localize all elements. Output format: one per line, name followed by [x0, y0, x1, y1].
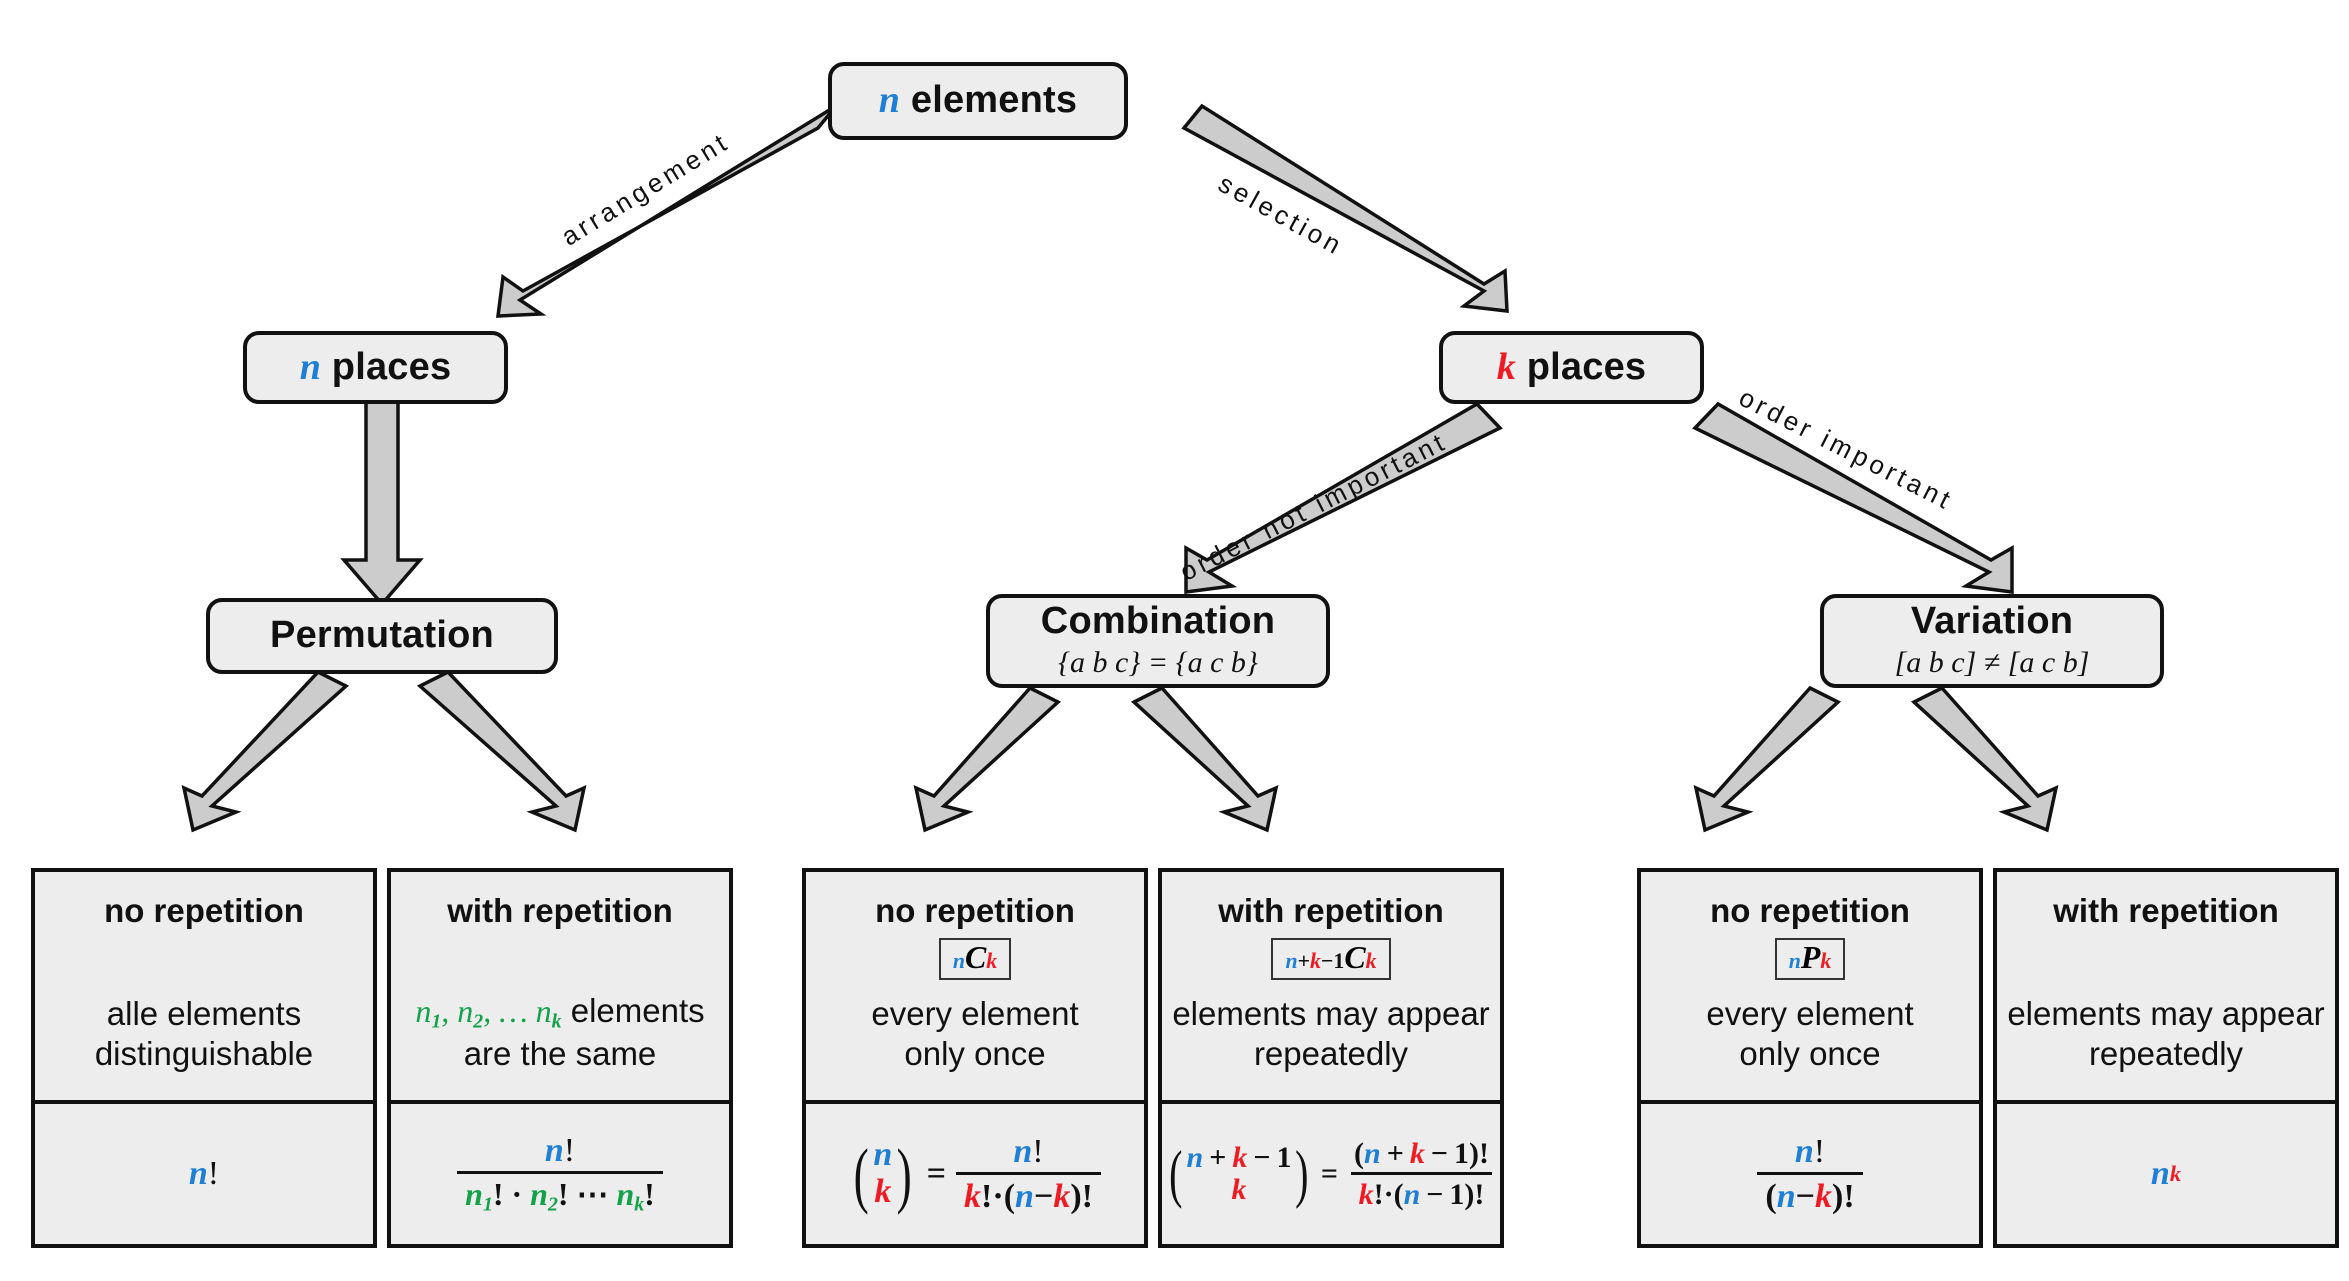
- leaf-description-line: every element: [871, 994, 1079, 1032]
- node-variation[interactable]: Variation [a b c] ≠ [a c b]: [1820, 594, 2164, 688]
- leaf-formula: ( n + k − 1 k ) = (n + k − 1)! k!·(n − 1…: [1162, 1104, 1500, 1244]
- arrow-permutation-to-leaf2: [416, 669, 587, 833]
- leaf-description-line: repeatedly: [1253, 1034, 1409, 1072]
- node-k-places-title: k places: [1496, 345, 1647, 388]
- arrow-variation-to-leaf5: [1693, 685, 1842, 833]
- leaf-formula: n! n1! · n2! ⋯ nk!: [391, 1104, 729, 1244]
- fraction-denominator: k!·(n−k)!: [956, 1172, 1101, 1215]
- leaf-upper: no repetition alle elements distinguisha…: [35, 872, 373, 1104]
- arrow-root-to-k-places: [1181, 103, 1509, 313]
- leaf-repetition-label: no repetition: [875, 892, 1075, 929]
- fraction-denominator: k!·(n − 1)!: [1350, 1172, 1493, 1211]
- node-n-places-title: n places: [299, 345, 452, 388]
- arrow-root-to-n-places: [495, 104, 838, 318]
- leaf-box-var-with-rep[interactable]: with repetition elements may appear repe…: [1993, 868, 2339, 1248]
- leaf-description: n1, n2, … nk elements are the same: [391, 991, 729, 1074]
- arrow-combination-to-leaf4: [1130, 685, 1279, 833]
- node-n-elements-title: n elements: [878, 79, 1078, 122]
- leaf-repetition-label: no repetition: [1710, 892, 1910, 929]
- symbol-n: n: [299, 345, 322, 388]
- fraction: n! n1! · n2! ⋯ nk!: [457, 1132, 663, 1217]
- node-combination-title: Combination: [1040, 600, 1276, 643]
- leaf-description-line: n1, n2, … nk elements: [415, 992, 705, 1033]
- fraction: n! k!·(n−k)!: [956, 1133, 1101, 1216]
- binomial-coefficient: ( n + k − 1 k ): [1169, 1137, 1309, 1209]
- node-k-places-rest: places: [1515, 345, 1647, 388]
- fraction-numerator: n!: [544, 1131, 576, 1169]
- fraction-numerator: n!: [1794, 1132, 1826, 1170]
- leaf-repetition-label: with repetition: [447, 892, 673, 929]
- node-variation-subtitle: [a b c] ≠ [a c b]: [1894, 645, 2090, 679]
- fraction-numerator: n!: [1013, 1132, 1044, 1170]
- leaf-box-var-no-rep[interactable]: no repetition nPk every element only onc…: [1637, 868, 1983, 1248]
- node-permutation-title: Permutation: [270, 614, 494, 657]
- leaf-notation-nCk: nCk: [938, 938, 1012, 980]
- symbol-k: k: [1496, 345, 1516, 388]
- node-permutation[interactable]: Permutation: [206, 598, 558, 674]
- fraction: (n + k − 1)! k!·(n − 1)!: [1346, 1137, 1497, 1211]
- leaf-upper: no repetition nPk every element only onc…: [1641, 872, 1979, 1104]
- node-combination[interactable]: Combination {a b c} = {a c b}: [986, 594, 1330, 688]
- leaf-repetition-label: with repetition: [1218, 892, 1444, 929]
- leaf-description-line: only once: [1739, 1034, 1881, 1072]
- leaf-upper: no repetition nCk every element only onc…: [806, 872, 1144, 1104]
- arrow-permutation-to-leaf1: [181, 669, 350, 833]
- leaf-description: every element only once: [806, 994, 1144, 1075]
- leaf-description-line: repeatedly: [2088, 1034, 2244, 1072]
- leaf-formula: n! (n−k)!: [1641, 1104, 1979, 1244]
- leaf-description: every element only once: [1641, 994, 1979, 1075]
- leaf-repetition-label: with repetition: [2053, 892, 2279, 929]
- node-n-elements-rest: elements: [900, 79, 1078, 122]
- leaf-description-line: alle elements: [106, 994, 302, 1032]
- fraction-denominator: (n−k)!: [1757, 1172, 1863, 1215]
- leaf-description: elements may appear repeatedly: [1997, 994, 2335, 1075]
- arrow-combination-to-leaf3: [913, 685, 1062, 833]
- leaf-box-comb-with-rep[interactable]: with repetition n+k−1Ck elements may app…: [1158, 868, 1504, 1248]
- fraction: n! (n−k)!: [1757, 1132, 1863, 1216]
- symbol-n: n: [878, 79, 901, 122]
- leaf-description-line: every element: [1706, 994, 1914, 1032]
- node-n-elements[interactable]: n elements: [828, 62, 1128, 140]
- leaf-description-line: elements may appear: [2007, 994, 2325, 1032]
- node-k-places[interactable]: k places: [1439, 331, 1704, 404]
- leaf-upper: with repetition n1, n2, … nk elements ar…: [391, 872, 729, 1104]
- leaf-notation-nk1Ck: n+k−1Ck: [1271, 938, 1391, 980]
- node-variation-title: Variation: [1910, 600, 2074, 643]
- leaf-description-line: elements may appear: [1172, 994, 1490, 1032]
- node-combination-subtitle: {a b c} = {a c b}: [1058, 645, 1258, 679]
- leaf-upper: with repetition elements may appear repe…: [1997, 872, 2335, 1104]
- arrow-variation-to-leaf6: [1910, 685, 2059, 833]
- fraction-denominator: n1! · n2! ⋯ nk!: [457, 1171, 663, 1216]
- fraction-numerator: (n + k − 1)!: [1354, 1137, 1489, 1170]
- leaf-box-perm-with-rep[interactable]: with repetition n1, n2, … nk elements ar…: [387, 868, 733, 1248]
- arrow-n-places-to-permutation: [340, 398, 424, 607]
- leaf-description-line: distinguishable: [94, 1034, 314, 1072]
- node-n-places-rest: places: [321, 345, 452, 388]
- leaf-box-perm-no-rep[interactable]: no repetition alle elements distinguisha…: [31, 868, 377, 1248]
- arrow-k-places-to-variation: [1692, 401, 2014, 594]
- leaf-description-line: only once: [904, 1034, 1046, 1072]
- leaf-description: elements may appear repeatedly: [1162, 994, 1500, 1075]
- leaf-box-comb-no-rep[interactable]: no repetition nCk every element only onc…: [802, 868, 1148, 1248]
- leaf-notation-nPk: nPk: [1774, 938, 1846, 980]
- leaf-repetition-label: no repetition: [104, 892, 304, 929]
- leaf-formula: n!: [188, 1155, 220, 1192]
- leaf-upper: with repetition n+k−1Ck elements may app…: [1162, 872, 1500, 1104]
- leaf-description: alle elements distinguishable: [35, 994, 373, 1075]
- leaf-description-line: are the same: [463, 1034, 657, 1072]
- arrow-k-places-to-combination: [1184, 401, 1503, 594]
- node-n-places[interactable]: n places: [243, 331, 508, 404]
